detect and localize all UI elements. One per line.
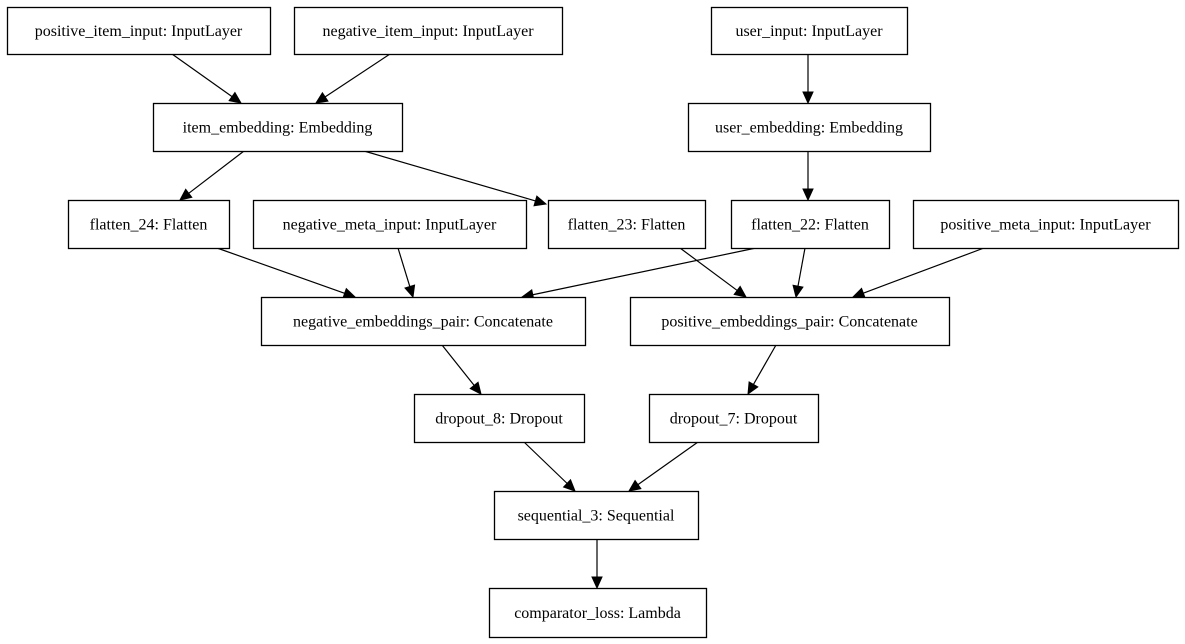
arrowhead-icon — [342, 287, 357, 299]
edge-line — [523, 441, 568, 484]
arrowhead-icon — [533, 195, 548, 207]
edge-item_embedding-to-flatten_24 — [179, 150, 245, 201]
node-box — [152, 102, 404, 153]
arrowhead-icon — [851, 287, 866, 299]
node-dropout_7: dropout_7: Dropout — [648, 393, 820, 444]
node-box — [413, 393, 586, 444]
node-positive_embeddings_pair: positive_embeddings_pair: Concatenate — [629, 296, 951, 347]
edge-negative_item_input-to-item_embedding — [314, 53, 391, 104]
node-negative_meta_input: negative_meta_input: InputLayer — [252, 199, 528, 250]
node-label: flatten_22: Flatten — [751, 217, 869, 234]
node-label: comparator_loss: Lambda — [514, 605, 681, 622]
edge-line — [363, 150, 536, 202]
node-label: positive_meta_input: InputLayer — [940, 217, 1151, 234]
node-flatten_24: flatten_24: Flatten — [67, 199, 231, 250]
node-box — [493, 490, 700, 541]
edge-flatten_24-to-negative_embeddings_pair — [216, 247, 357, 299]
node-label: item_embedding: Embedding — [183, 120, 373, 137]
edge-line — [863, 247, 985, 294]
nodes-layer: positive_item_input: InputLayer negative_… — [6, 6, 1180, 639]
node-label: user_input: InputLayer — [735, 23, 883, 40]
node-box — [547, 199, 707, 250]
node-box — [912, 199, 1180, 250]
node-box — [252, 199, 528, 250]
node-user_input: user_input: InputLayer — [710, 6, 909, 56]
node-flatten_23: flatten_23: Flatten — [547, 199, 707, 250]
arrowhead-icon — [802, 91, 814, 105]
edge-line — [679, 247, 738, 291]
node-comparator_loss: comparator_loss: Lambda — [488, 587, 708, 639]
edge-item_embedding-to-flatten_23 — [363, 150, 548, 207]
node-user_embedding: user_embedding: Embedding — [687, 102, 932, 153]
edge-flatten_22-to-positive_embeddings_pair — [792, 247, 806, 299]
node-box — [260, 296, 587, 347]
node-box — [687, 102, 932, 153]
edge-flatten_22-to-negative_embeddings_pair — [520, 247, 757, 301]
arrowhead-icon — [228, 91, 242, 104]
arrowhead-icon — [733, 285, 747, 298]
node-label: user_embedding: Embedding — [715, 120, 903, 137]
edge-negative_meta_input-to-negative_embeddings_pair — [397, 247, 416, 299]
node-box — [6, 6, 272, 56]
edge-line — [637, 441, 699, 486]
edge-positive_meta_input-to-positive_embeddings_pair — [851, 247, 985, 299]
arrowhead-icon — [802, 188, 814, 202]
edge-sequential_3-to-comparator_loss — [591, 539, 603, 590]
arrowhead-icon — [628, 479, 642, 492]
node-negative_item_input: negative_item_input: InputLayer — [293, 6, 564, 56]
arrowhead-icon — [591, 576, 603, 590]
edge-user_input-to-user_embedding — [802, 54, 814, 105]
edges-layer — [171, 53, 985, 590]
node-label: positive_item_input: InputLayer — [35, 23, 243, 40]
node-box — [488, 587, 708, 639]
edge-flatten_23-to-positive_embeddings_pair — [679, 247, 747, 298]
node-label: negative_embeddings_pair: Concatenate — [293, 314, 553, 331]
node-item_embedding: item_embedding: Embedding — [152, 102, 404, 153]
node-box — [67, 199, 231, 250]
edge-negative_embeddings_pair-to-dropout_8 — [441, 344, 482, 395]
edge-line — [752, 344, 777, 385]
edge-dropout_8-to-sequential_3 — [523, 441, 576, 492]
edge-positive_item_input-to-item_embedding — [171, 53, 242, 104]
node-negative_embeddings_pair: negative_embeddings_pair: Concatenate — [260, 296, 587, 347]
node-positive_meta_input: positive_meta_input: InputLayer — [912, 199, 1180, 250]
edge-line — [216, 247, 345, 294]
arrowhead-icon — [562, 478, 576, 492]
node-sequential_3: sequential_3: Sequential — [493, 490, 700, 541]
arrowhead-icon — [314, 91, 329, 104]
node-positive_item_input: positive_item_input: InputLayer — [6, 6, 272, 56]
edge-line — [441, 344, 475, 386]
node-label: sequential_3: Sequential — [518, 508, 675, 525]
node-label: dropout_7: Dropout — [670, 411, 798, 428]
arrowhead-icon — [792, 284, 804, 299]
node-label: negative_item_input: InputLayer — [322, 23, 534, 40]
arrowhead-icon — [404, 284, 416, 299]
edge-user_embedding-to-flatten_22 — [802, 151, 814, 202]
edge-line — [188, 150, 245, 194]
arrowhead-icon — [179, 188, 193, 201]
node-box — [629, 296, 951, 347]
node-box — [730, 199, 891, 250]
arrowhead-icon — [469, 381, 482, 395]
node-label: flatten_23: Flatten — [568, 217, 686, 234]
node-flatten_22: flatten_22: Flatten — [730, 199, 891, 250]
node-label: flatten_24: Flatten — [90, 217, 208, 234]
edge-dropout_7-to-sequential_3 — [628, 441, 699, 492]
edge-line — [171, 53, 233, 98]
edge-line — [397, 247, 411, 287]
edge-line — [324, 53, 391, 98]
node-label: negative_meta_input: InputLayer — [283, 217, 497, 234]
node-box — [648, 393, 820, 444]
edge-line — [532, 247, 757, 296]
node-dropout_8: dropout_8: Dropout — [413, 393, 586, 444]
node-box — [293, 6, 564, 56]
arrowhead-icon — [747, 381, 759, 396]
node-label: dropout_8: Dropout — [435, 411, 563, 428]
edge-line — [797, 247, 806, 287]
edge-positive_embeddings_pair-to-dropout_7 — [747, 344, 777, 396]
node-box — [710, 6, 909, 56]
node-label: positive_embeddings_pair: Concatenate — [661, 314, 917, 331]
